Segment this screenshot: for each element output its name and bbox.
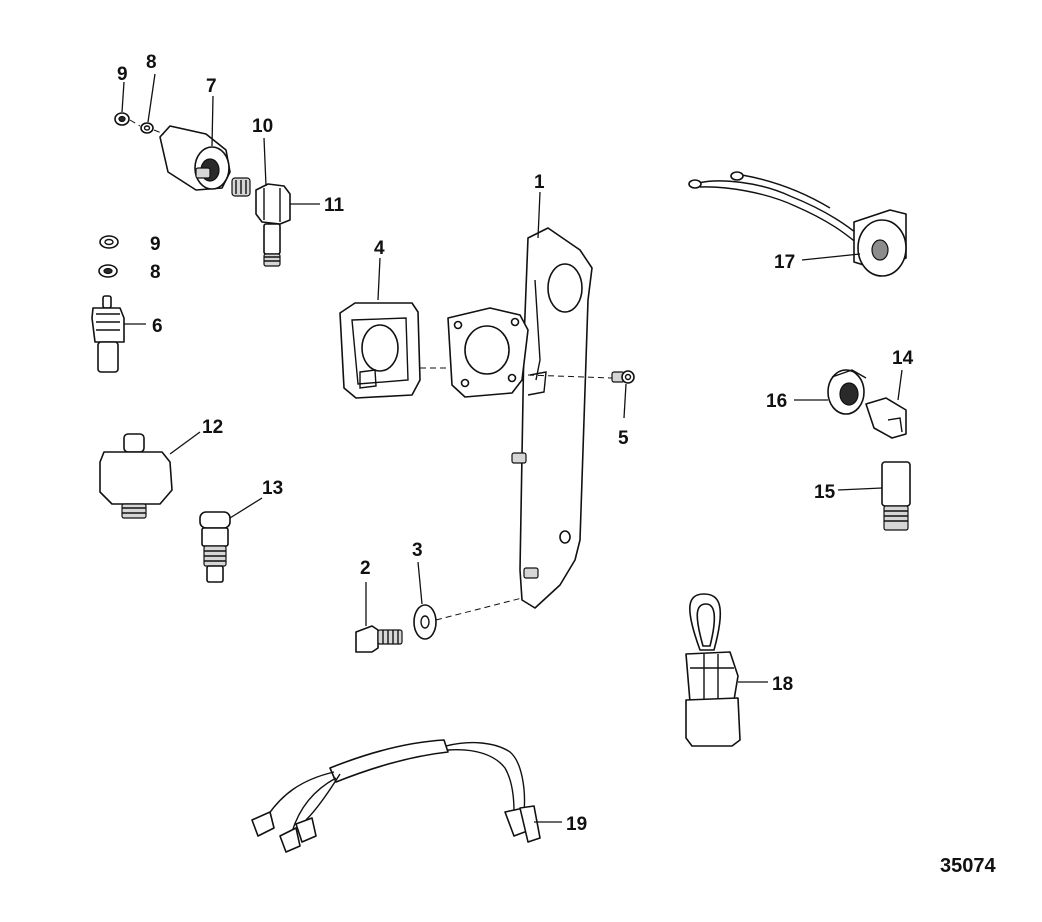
part-6-switch bbox=[91, 295, 125, 373]
figure-id: 35074 bbox=[940, 855, 996, 877]
part-12-pressure-switch bbox=[99, 433, 173, 519]
part-8-lockwasher-top bbox=[140, 122, 154, 134]
callout-8: 8 bbox=[150, 262, 161, 283]
part-4-mounting-plate bbox=[447, 307, 529, 398]
part-11-elbow-fitting bbox=[255, 183, 291, 267]
part-4-gasket-housing bbox=[339, 302, 421, 399]
part-17-solenoid-coil bbox=[688, 171, 907, 277]
callout-19: 19 bbox=[566, 814, 587, 835]
part-7-sender bbox=[159, 125, 231, 191]
callout-2: 2 bbox=[360, 558, 371, 579]
part-2-bolt bbox=[355, 625, 403, 653]
part-14-elbow bbox=[865, 397, 907, 439]
leader-lines bbox=[121, 73, 903, 823]
callout-6: 6 bbox=[152, 316, 163, 337]
callout-14: 14 bbox=[892, 348, 914, 369]
part-19-wire-harness bbox=[251, 739, 541, 853]
callout-labels: 1 2 3 4 5 6 7 8 8 9 9 10 11 12 13 14 15 … bbox=[117, 52, 996, 877]
part-9-nut-top bbox=[114, 112, 130, 126]
callout-1: 1 bbox=[534, 172, 545, 193]
callout-3: 3 bbox=[412, 540, 423, 561]
part-18-connector bbox=[685, 593, 741, 747]
part-5-nut bbox=[611, 370, 635, 384]
callout-7: 7 bbox=[206, 76, 217, 97]
callout-4: 4 bbox=[374, 238, 385, 259]
part-1-bracket bbox=[519, 227, 593, 609]
callout-13: 13 bbox=[262, 478, 283, 499]
callout-8-top: 8 bbox=[146, 52, 157, 73]
callout-9-top: 9 bbox=[117, 64, 128, 85]
part-13-sender bbox=[199, 511, 231, 583]
part-9-nut bbox=[99, 235, 119, 249]
bracket-threads bbox=[511, 452, 539, 579]
callout-15: 15 bbox=[814, 482, 836, 503]
callout-16: 16 bbox=[766, 391, 787, 412]
callout-12: 12 bbox=[202, 417, 223, 438]
callout-11: 11 bbox=[324, 195, 345, 216]
part-15-fitting bbox=[881, 461, 911, 531]
callout-10: 10 bbox=[252, 116, 273, 137]
fitting-adapter bbox=[231, 177, 251, 197]
callout-18: 18 bbox=[772, 674, 793, 695]
callout-5: 5 bbox=[618, 428, 629, 449]
callout-9: 9 bbox=[150, 234, 161, 255]
part-16-sender bbox=[827, 369, 867, 415]
callout-17: 17 bbox=[774, 252, 795, 273]
part-3-washer bbox=[413, 604, 437, 640]
part-8-lockwasher bbox=[98, 264, 118, 278]
